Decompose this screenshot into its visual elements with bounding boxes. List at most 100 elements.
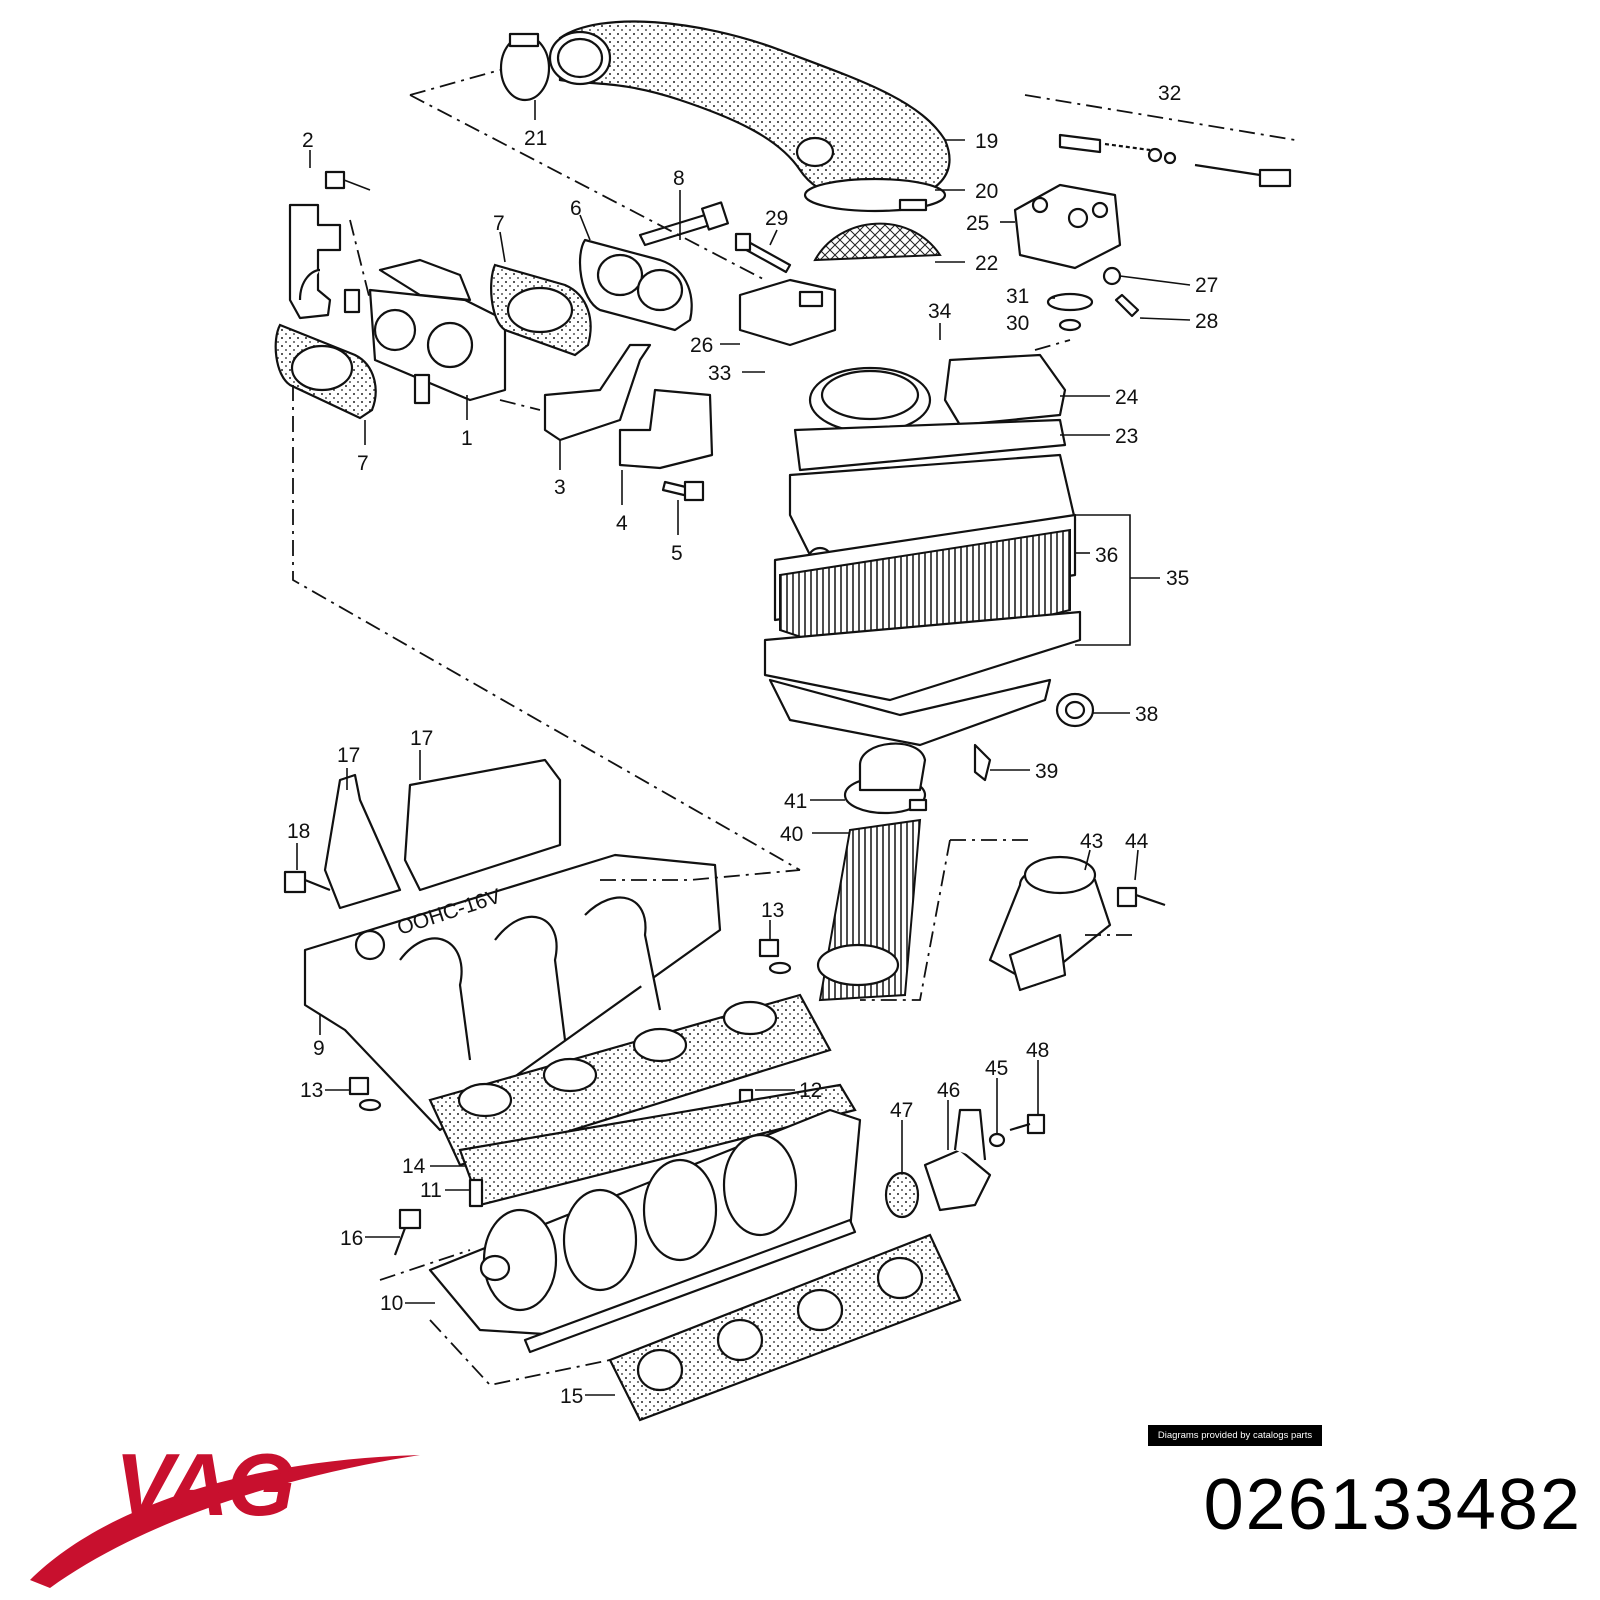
throttle-position-switch: [288, 203, 361, 320]
callout-30: 30: [1006, 312, 1029, 335]
screw-48: [1009, 1113, 1046, 1135]
hose-clamp-21: [499, 32, 551, 102]
screw-2: [324, 170, 371, 191]
nut-13-right: [758, 938, 792, 975]
screw-44: [1116, 886, 1166, 908]
ring-31: [1046, 292, 1094, 312]
logo-wordmark: VAG: [115, 1440, 293, 1534]
seal-27: [1102, 266, 1122, 286]
callout-34: 34: [928, 300, 952, 323]
screw-18: [283, 870, 331, 894]
callout-13-right: 13: [761, 899, 784, 922]
callout-19: 19: [975, 130, 998, 153]
valve-43: [988, 855, 1112, 992]
filter-lower-housing: [763, 610, 1082, 747]
intake-manifold-upper-9: [303, 853, 722, 1132]
gasket-47: [884, 1171, 920, 1219]
callout-33: 33: [708, 362, 731, 385]
callout-18: 18: [287, 820, 310, 843]
nut-13-left: [348, 1076, 382, 1112]
throttle-body-1: [368, 258, 507, 405]
callout-38: 38: [1135, 703, 1158, 726]
injector-line-32: [1058, 133, 1292, 188]
callout-2: 2: [302, 129, 314, 152]
connector-boot: [858, 742, 927, 792]
grommet-38: [1055, 692, 1095, 728]
callout-29: 29: [765, 207, 788, 230]
intake-manifold-lower-10: [428, 1083, 862, 1354]
callout-31: 31: [1006, 285, 1029, 308]
callout-43: 43: [1080, 830, 1103, 853]
callout-8: 8: [673, 167, 685, 190]
bracket-17-right: [403, 758, 562, 892]
stud-11: [468, 1178, 484, 1208]
gasket-7-right: [490, 263, 592, 357]
idle-control-valve-26: [738, 278, 837, 347]
callout-21: 21: [524, 127, 547, 150]
callout-7-right: 7: [493, 212, 505, 235]
callout-48: 48: [1026, 1039, 1049, 1062]
callout-24: 24: [1115, 386, 1139, 409]
callout-9: 9: [313, 1037, 325, 1060]
sensor-plate-24: [943, 353, 1067, 427]
assembly-lines: [292, 69, 1296, 1386]
callout-44: 44: [1125, 830, 1149, 853]
callout-13-left: 13: [300, 1079, 323, 1102]
callout-6: 6: [570, 197, 582, 220]
duct-hose-40: [816, 818, 922, 1002]
callout-7-left: 7: [357, 452, 369, 475]
washer-45: [988, 1132, 1006, 1148]
callout-10: 10: [380, 1292, 403, 1315]
callout-22: 22: [975, 252, 998, 275]
callout-35: 35: [1166, 567, 1189, 590]
callout-labels: 1 2 3 4 5 6 7 7 8 9 10 11 12 13 13 14 15…: [287, 82, 1218, 1408]
callout-45: 45: [985, 1057, 1008, 1080]
coolant-flange-46: [923, 1108, 992, 1212]
ring-30: [1058, 318, 1082, 332]
callout-39: 39: [1035, 760, 1058, 783]
logo-swoosh: [30, 1455, 420, 1588]
callout-4: 4: [616, 512, 628, 535]
manifold-gasket-15: [608, 1233, 962, 1422]
gasket-7-left: [274, 323, 377, 420]
callout-20: 20: [975, 180, 998, 203]
callout-32: 32: [1158, 82, 1181, 105]
callout-15: 15: [560, 1385, 583, 1408]
bolt-5: [661, 480, 705, 502]
callout-26: 26: [690, 334, 713, 357]
mesh-screen-22: [813, 222, 942, 262]
leader-lines: [296, 100, 1191, 1396]
callout-17-left: 17: [337, 744, 360, 767]
hose-clamp-20: [803, 177, 947, 213]
clip-39: [973, 743, 992, 782]
callout-46: 46: [937, 1079, 960, 1102]
bracket-17-left: [323, 773, 402, 910]
vag-logo: VAG: [30, 1440, 420, 1588]
fitting-28: [1114, 293, 1140, 318]
callout-3: 3: [554, 476, 566, 499]
callout-47: 47: [890, 1099, 913, 1122]
callout-12: 12: [799, 1079, 822, 1102]
throttle-housing-6: [578, 238, 693, 332]
bracket-4: [618, 388, 714, 470]
part-number: 026133482: [1203, 1465, 1582, 1545]
callout-17-right: 17: [410, 727, 433, 750]
callout-27: 27: [1195, 274, 1218, 297]
callout-23: 23: [1115, 425, 1138, 448]
intake-hose: [548, 20, 951, 203]
callout-36: 36: [1095, 544, 1118, 567]
callout-14: 14: [402, 1155, 426, 1178]
diagram-credit: Diagrams provided by catalogs parts: [1148, 1425, 1322, 1446]
callout-1: 1: [461, 427, 473, 450]
bracket-3: [543, 343, 652, 442]
callout-41: 41: [784, 790, 807, 813]
callout-16: 16: [340, 1227, 363, 1250]
callout-28: 28: [1195, 310, 1218, 333]
callout-25: 25: [966, 212, 989, 235]
callout-40: 40: [780, 823, 803, 846]
callout-11: 11: [420, 1179, 442, 1202]
manifold-flange-gasket: [428, 993, 832, 1167]
bolt-16: [393, 1208, 422, 1256]
long-bolt-8: [638, 201, 730, 247]
